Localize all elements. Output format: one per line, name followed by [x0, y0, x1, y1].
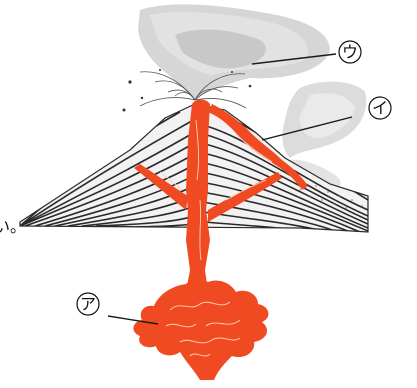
label-magma-chamber-text: ア — [80, 295, 96, 314]
magma-chamber — [133, 279, 268, 380]
label-volcanic-gas-text: ウ — [342, 43, 358, 62]
label-volcanic-gas: ウ — [339, 41, 361, 63]
edge-text-fragment: い。 — [0, 217, 26, 236]
label-magma-chamber: ア — [77, 293, 99, 315]
label-lava-flow-text: イ — [372, 99, 388, 118]
magma-conduit — [186, 100, 210, 293]
label-lava-flow: イ — [369, 97, 391, 119]
